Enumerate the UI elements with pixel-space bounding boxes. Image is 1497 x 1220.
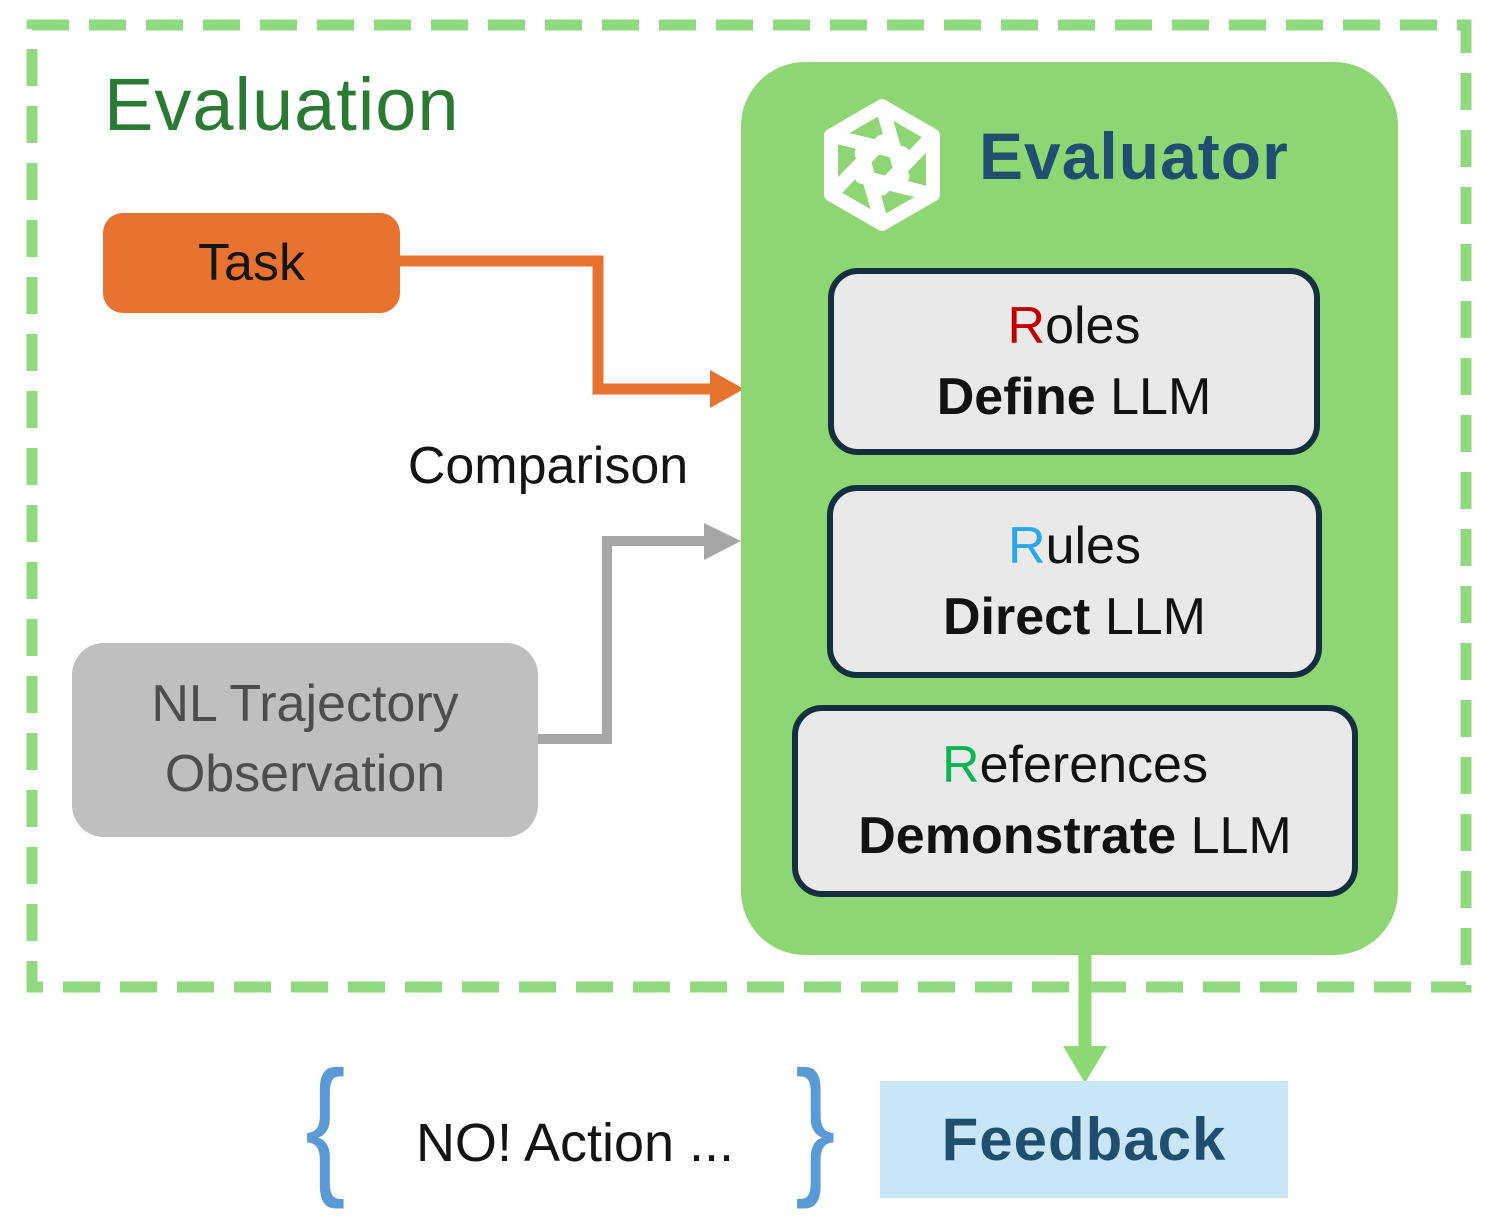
comparison-label: Comparison: [407, 437, 689, 495]
task-arrowhead-icon: [710, 370, 744, 408]
roles-first-letter: R: [1007, 296, 1046, 355]
openai-logo-icon: [824, 99, 940, 231]
roles-rest: oles: [1045, 296, 1141, 355]
rules-card: Rules Direct LLM: [827, 485, 1322, 678]
feedback-arrowhead-icon: [1063, 1046, 1107, 1083]
feedback-box: Feedback: [880, 1081, 1288, 1198]
right-curly-brace: }: [795, 1040, 836, 1210]
task-label: Task: [198, 234, 305, 292]
task-to-evaluator-arrow-line: [400, 255, 712, 395]
rules-action-rest: LLM: [1090, 587, 1206, 646]
observation-arrowhead-icon: [704, 523, 741, 560]
evaluation-frame-title: Evaluation: [104, 63, 460, 146]
references-card-title: References: [942, 730, 1208, 801]
nl-trajectory-line: NL Trajectory: [151, 675, 459, 734]
evaluation-dashed-frame: [26, 19, 1472, 993]
references-card-action: Demonstrate LLM: [858, 801, 1291, 872]
task-box: Task: [103, 213, 400, 313]
roles-card: Roles Define LLM: [828, 268, 1320, 455]
roles-card-title: Roles: [1008, 291, 1141, 362]
references-rest: eferences: [979, 736, 1208, 795]
no-action-label: NO! Action ...: [415, 1113, 735, 1173]
rules-card-action: Direct LLM: [943, 582, 1206, 653]
observation-line: Observation: [164, 745, 446, 803]
references-action-bold: Demonstrate: [858, 807, 1177, 865]
rules-first-letter: R: [1008, 516, 1046, 575]
rules-action-bold: Direct: [942, 587, 1091, 646]
nl-trajectory-observation-box: NL Trajectory Observation: [72, 643, 538, 837]
roles-action-bold: Define: [936, 367, 1096, 426]
left-curly-brace: {: [305, 1040, 346, 1210]
observation-to-evaluator-arrow-line: [538, 536, 706, 744]
evaluator-box: Evaluator Roles Define LLM Rules Direct …: [741, 62, 1398, 955]
references-first-letter: R: [942, 736, 980, 795]
roles-action-rest: LLM: [1095, 367, 1212, 426]
rules-card-title: Rules: [1008, 511, 1141, 582]
references-card: References Demonstrate LLM: [792, 705, 1358, 897]
roles-card-action: Define LLM: [937, 362, 1212, 433]
feedback-label: Feedback: [941, 1106, 1227, 1173]
references-action-rest: LLM: [1176, 807, 1292, 865]
evaluator-title: Evaluator: [979, 119, 1289, 193]
rules-rest: ules: [1045, 516, 1141, 575]
